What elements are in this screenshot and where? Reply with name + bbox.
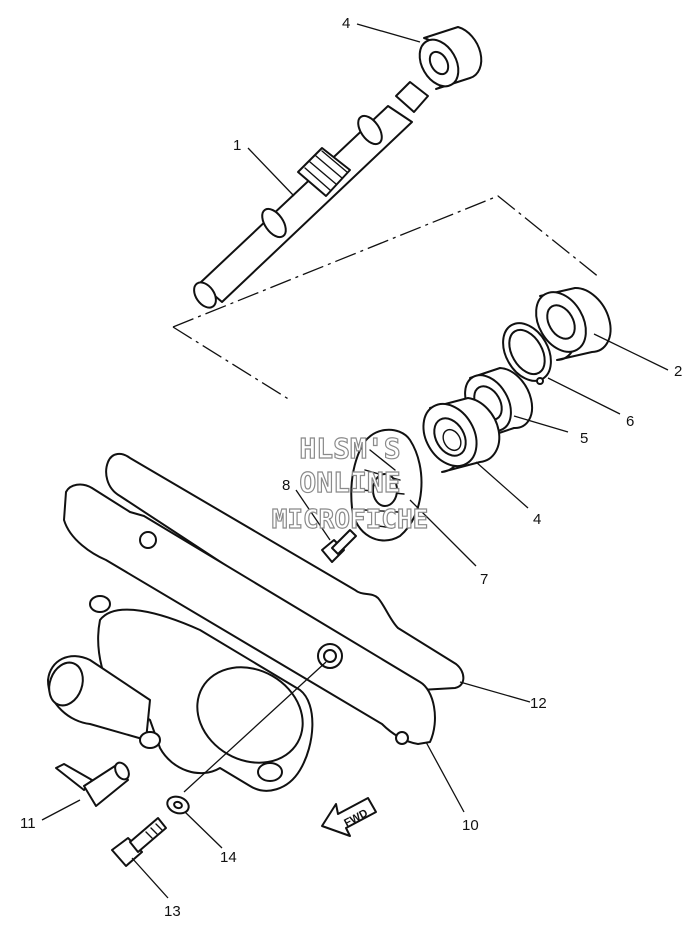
watermark-line-1: HLSM'S bbox=[299, 432, 400, 465]
callout-10: 10 bbox=[462, 817, 479, 834]
part-11-fitting bbox=[55, 761, 130, 807]
forward-direction-arrow: FWD bbox=[321, 797, 377, 837]
part-5-oil-seal bbox=[464, 367, 534, 440]
callout-13: 13 bbox=[164, 903, 181, 920]
callout-11: 11 bbox=[20, 815, 36, 832]
callout-14: 14 bbox=[220, 849, 237, 866]
callout-4: 4 bbox=[533, 511, 541, 528]
part-2-bearing bbox=[535, 286, 612, 361]
part-13-bolt bbox=[111, 817, 167, 867]
assembly-group-outline-lower bbox=[172, 326, 291, 401]
assembly-group-outline bbox=[172, 195, 601, 328]
callout-1: 1 bbox=[233, 137, 241, 154]
callout-6: 6 bbox=[626, 413, 634, 430]
callout-8: 8 bbox=[282, 477, 290, 494]
part-7-impeller bbox=[350, 428, 423, 542]
part-10-pump-cover bbox=[63, 483, 436, 745]
watermark-line-2: ONLINE bbox=[299, 466, 400, 499]
part-6-circlip bbox=[502, 322, 552, 385]
callout-7: 7 bbox=[480, 571, 488, 588]
leader-lines bbox=[41, 23, 669, 899]
part-8-bolt bbox=[321, 529, 357, 563]
part-14-washer bbox=[166, 795, 190, 815]
part-3-bearing bbox=[418, 26, 483, 90]
callout-3: 4 bbox=[342, 15, 350, 32]
part-1-impeller-shaft bbox=[193, 81, 429, 309]
pump-housing bbox=[47, 595, 314, 792]
part-4-mechanical-seal bbox=[422, 397, 501, 473]
watermark-line-3: MICROFICHE bbox=[272, 505, 429, 535]
callout-12: 12 bbox=[530, 695, 547, 712]
watermark: HLSM'S ONLINE MICROFICHE bbox=[271, 431, 429, 535]
callout-5: 5 bbox=[580, 430, 588, 447]
part-12-gasket bbox=[105, 452, 465, 691]
callout-2: 2 bbox=[674, 363, 682, 380]
